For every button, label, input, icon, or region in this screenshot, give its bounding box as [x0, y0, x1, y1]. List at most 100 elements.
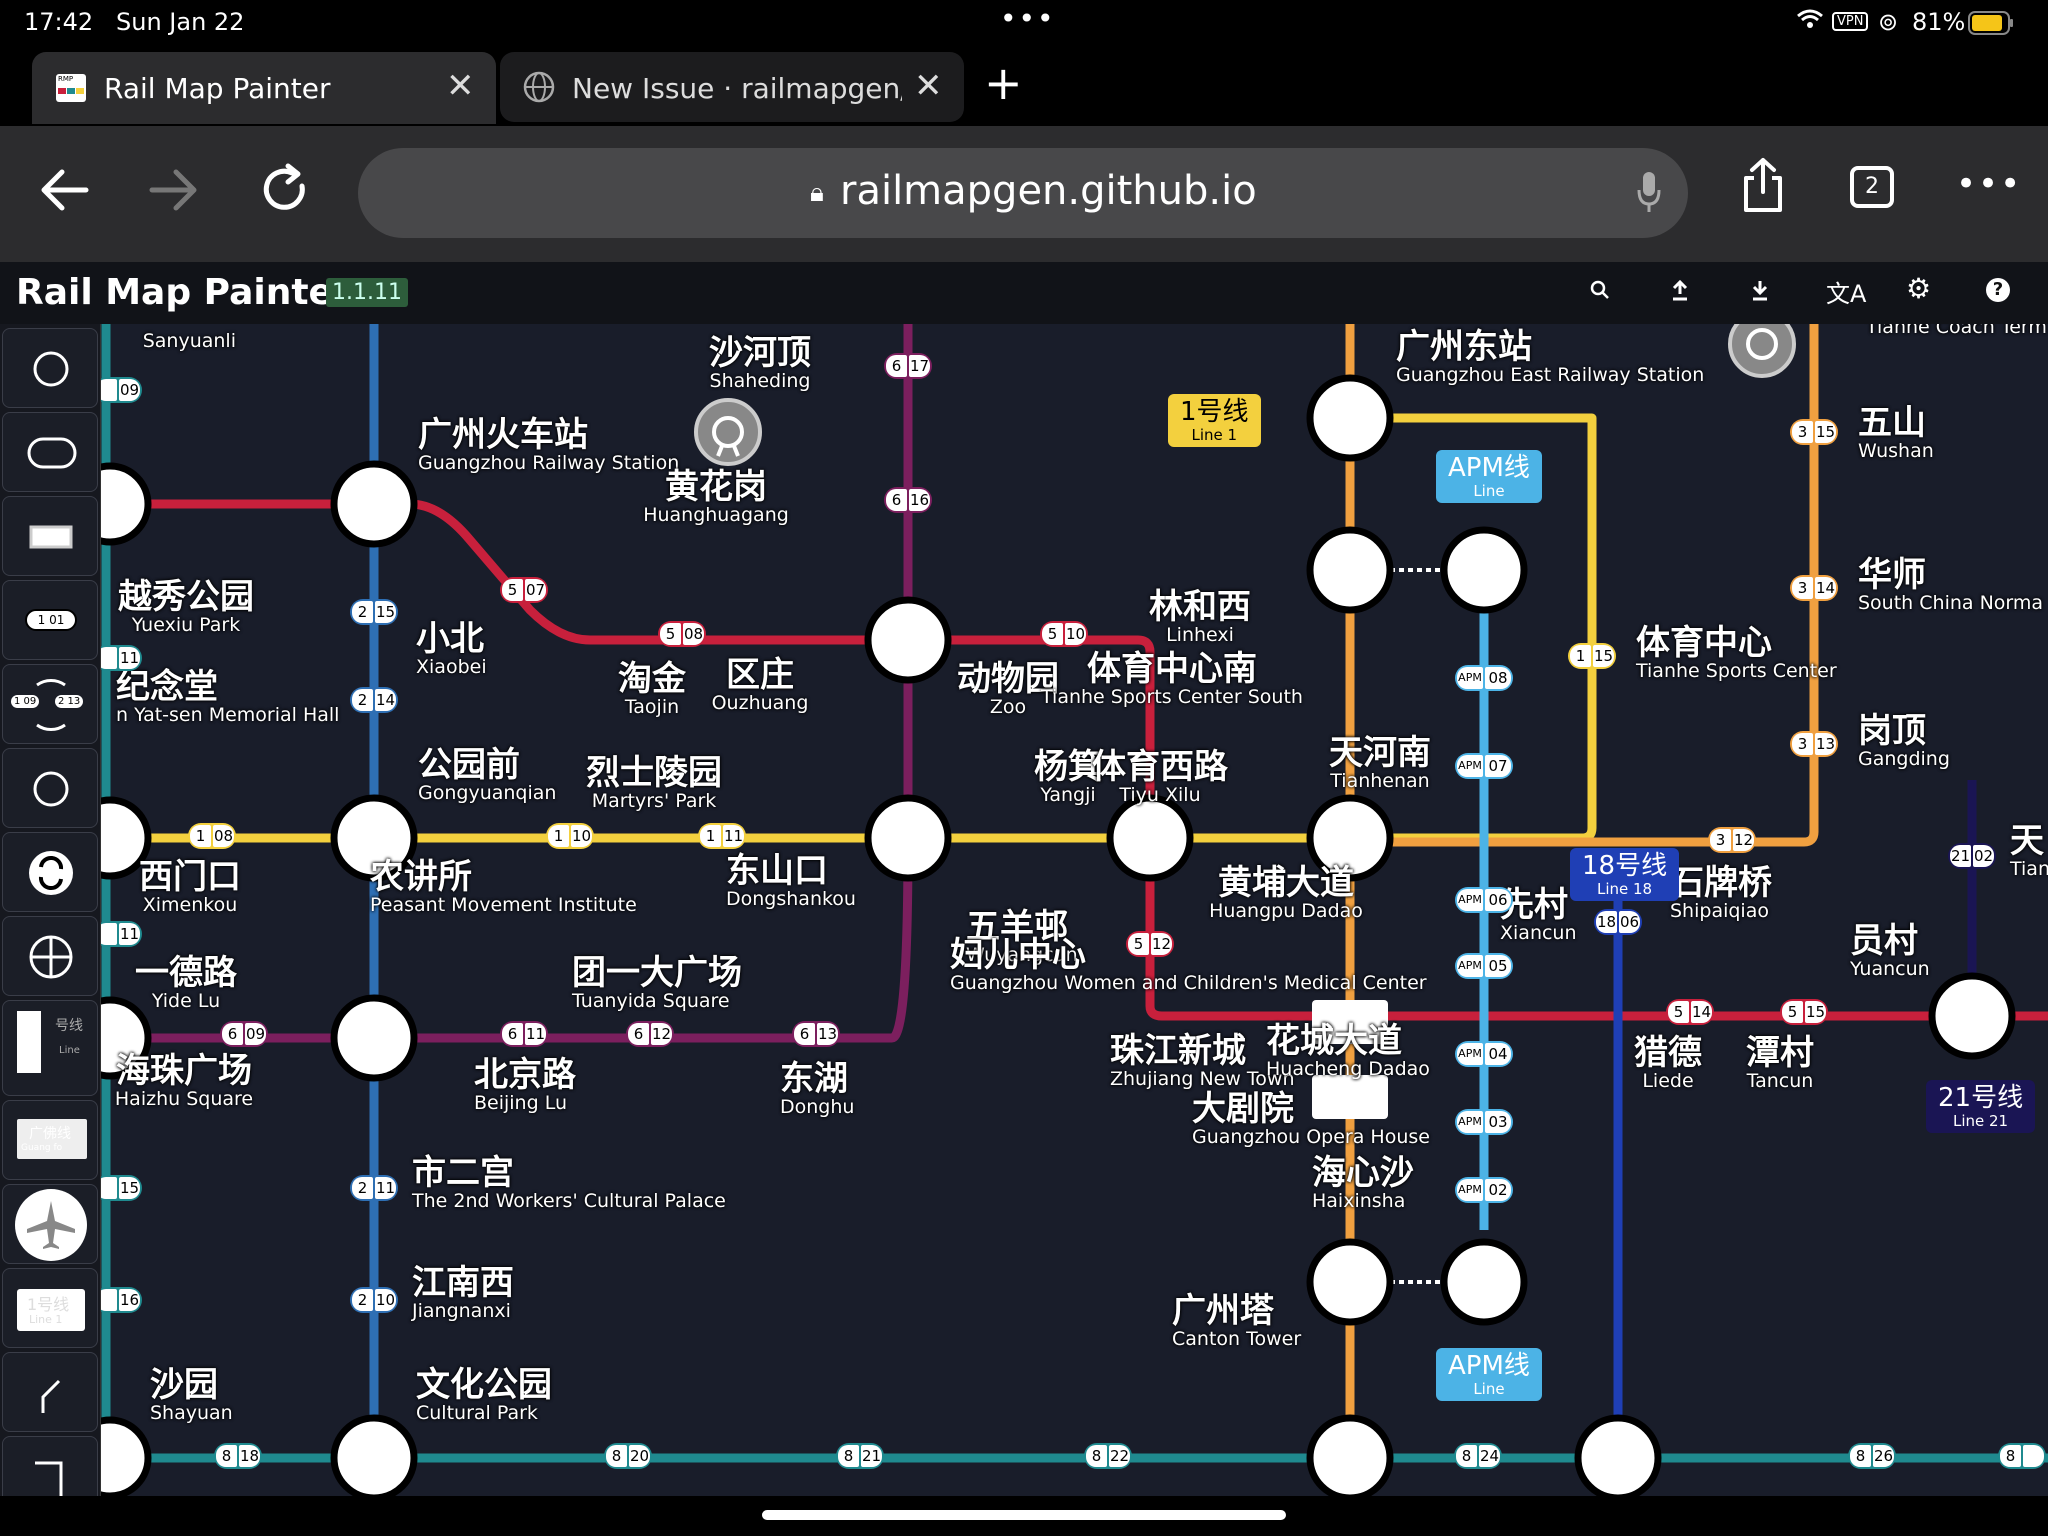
share-icon[interactable] — [1740, 156, 1786, 218]
station-badge[interactable]: 8 — [1998, 1443, 2046, 1469]
station-label[interactable]: Tianhe Coach Term — [1866, 324, 2047, 337]
circle-tool-button[interactable] — [2, 328, 98, 408]
multitask-dots-icon[interactable]: ••• — [1000, 2, 1056, 35]
help-icon[interactable]: ? — [1986, 278, 2010, 302]
loop-arrows-tool-button[interactable] — [2, 832, 98, 912]
station-badge[interactable]: 09 — [94, 377, 142, 403]
settings-gear-icon[interactable]: ⚙ — [1906, 272, 1932, 305]
close-tab-icon[interactable]: ✕ — [914, 66, 943, 106]
guangfo-tool-button[interactable]: 广佛线 Guang fo — [2, 1100, 98, 1180]
tab-rail-map-painter[interactable]: RMP Rail Map Painter ✕ — [32, 52, 496, 124]
upload-icon[interactable] — [1668, 278, 1692, 306]
crosshair-tool-button[interactable] — [2, 916, 98, 996]
station-badge[interactable]: 16 — [94, 1287, 142, 1313]
curve-tool-button[interactable] — [2, 1352, 98, 1432]
circle2-tool-button[interactable] — [2, 748, 98, 828]
download-icon[interactable] — [1748, 278, 1772, 306]
station-badge[interactable]: 15 — [94, 1175, 142, 1201]
station-badge[interactable]: 11 — [94, 921, 142, 947]
airport-tool-button[interactable] — [2, 1184, 98, 1264]
translate-icon[interactable]: 文A — [1826, 280, 1867, 308]
station-label[interactable]: Sanyuanli — [143, 330, 236, 351]
reload-icon[interactable] — [258, 162, 314, 222]
rect-tool-button[interactable] — [2, 496, 98, 576]
more-menu-icon[interactable]: ••• — [1956, 164, 2023, 204]
line1-tool-button[interactable]: 1号线 Line 1 — [2, 1268, 98, 1348]
tab-count-button[interactable]: 2 — [1850, 166, 1894, 208]
address-bar[interactable]: 🔒︎ railmapgen.github.io — [358, 148, 1688, 238]
back-arrow-icon[interactable] — [36, 164, 92, 220]
loop-tool-button[interactable]: 1 09 2 13 — [2, 664, 98, 744]
pill-tool-button[interactable] — [2, 412, 98, 492]
home-indicator[interactable] — [762, 1510, 1286, 1520]
